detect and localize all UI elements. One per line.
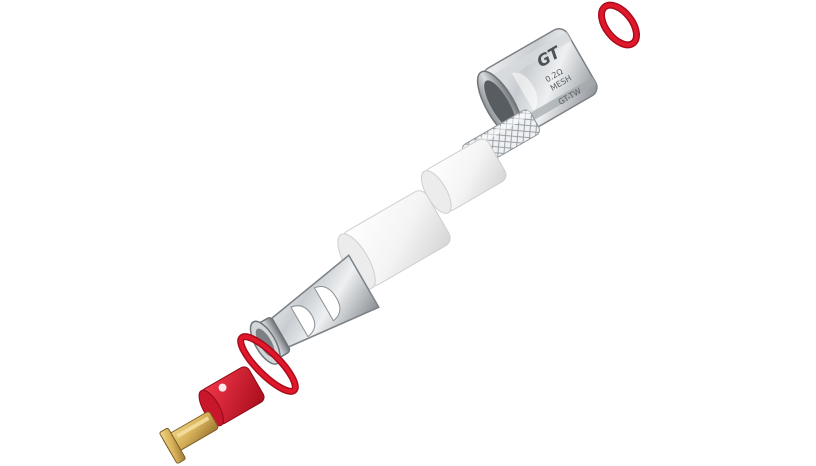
- red-insulator: [198, 366, 265, 427]
- small-cotton-tube: [420, 138, 507, 214]
- top-o-ring: [598, 1, 640, 49]
- bottom-o-ring: [237, 333, 299, 395]
- brass-contact-pin: [159, 411, 219, 464]
- large-cotton-tube: [337, 190, 451, 290]
- top-steel-cap: GT 0.2Ω MESH GT-TW: [476, 28, 598, 140]
- bottom-steel-sleeve: [249, 254, 380, 365]
